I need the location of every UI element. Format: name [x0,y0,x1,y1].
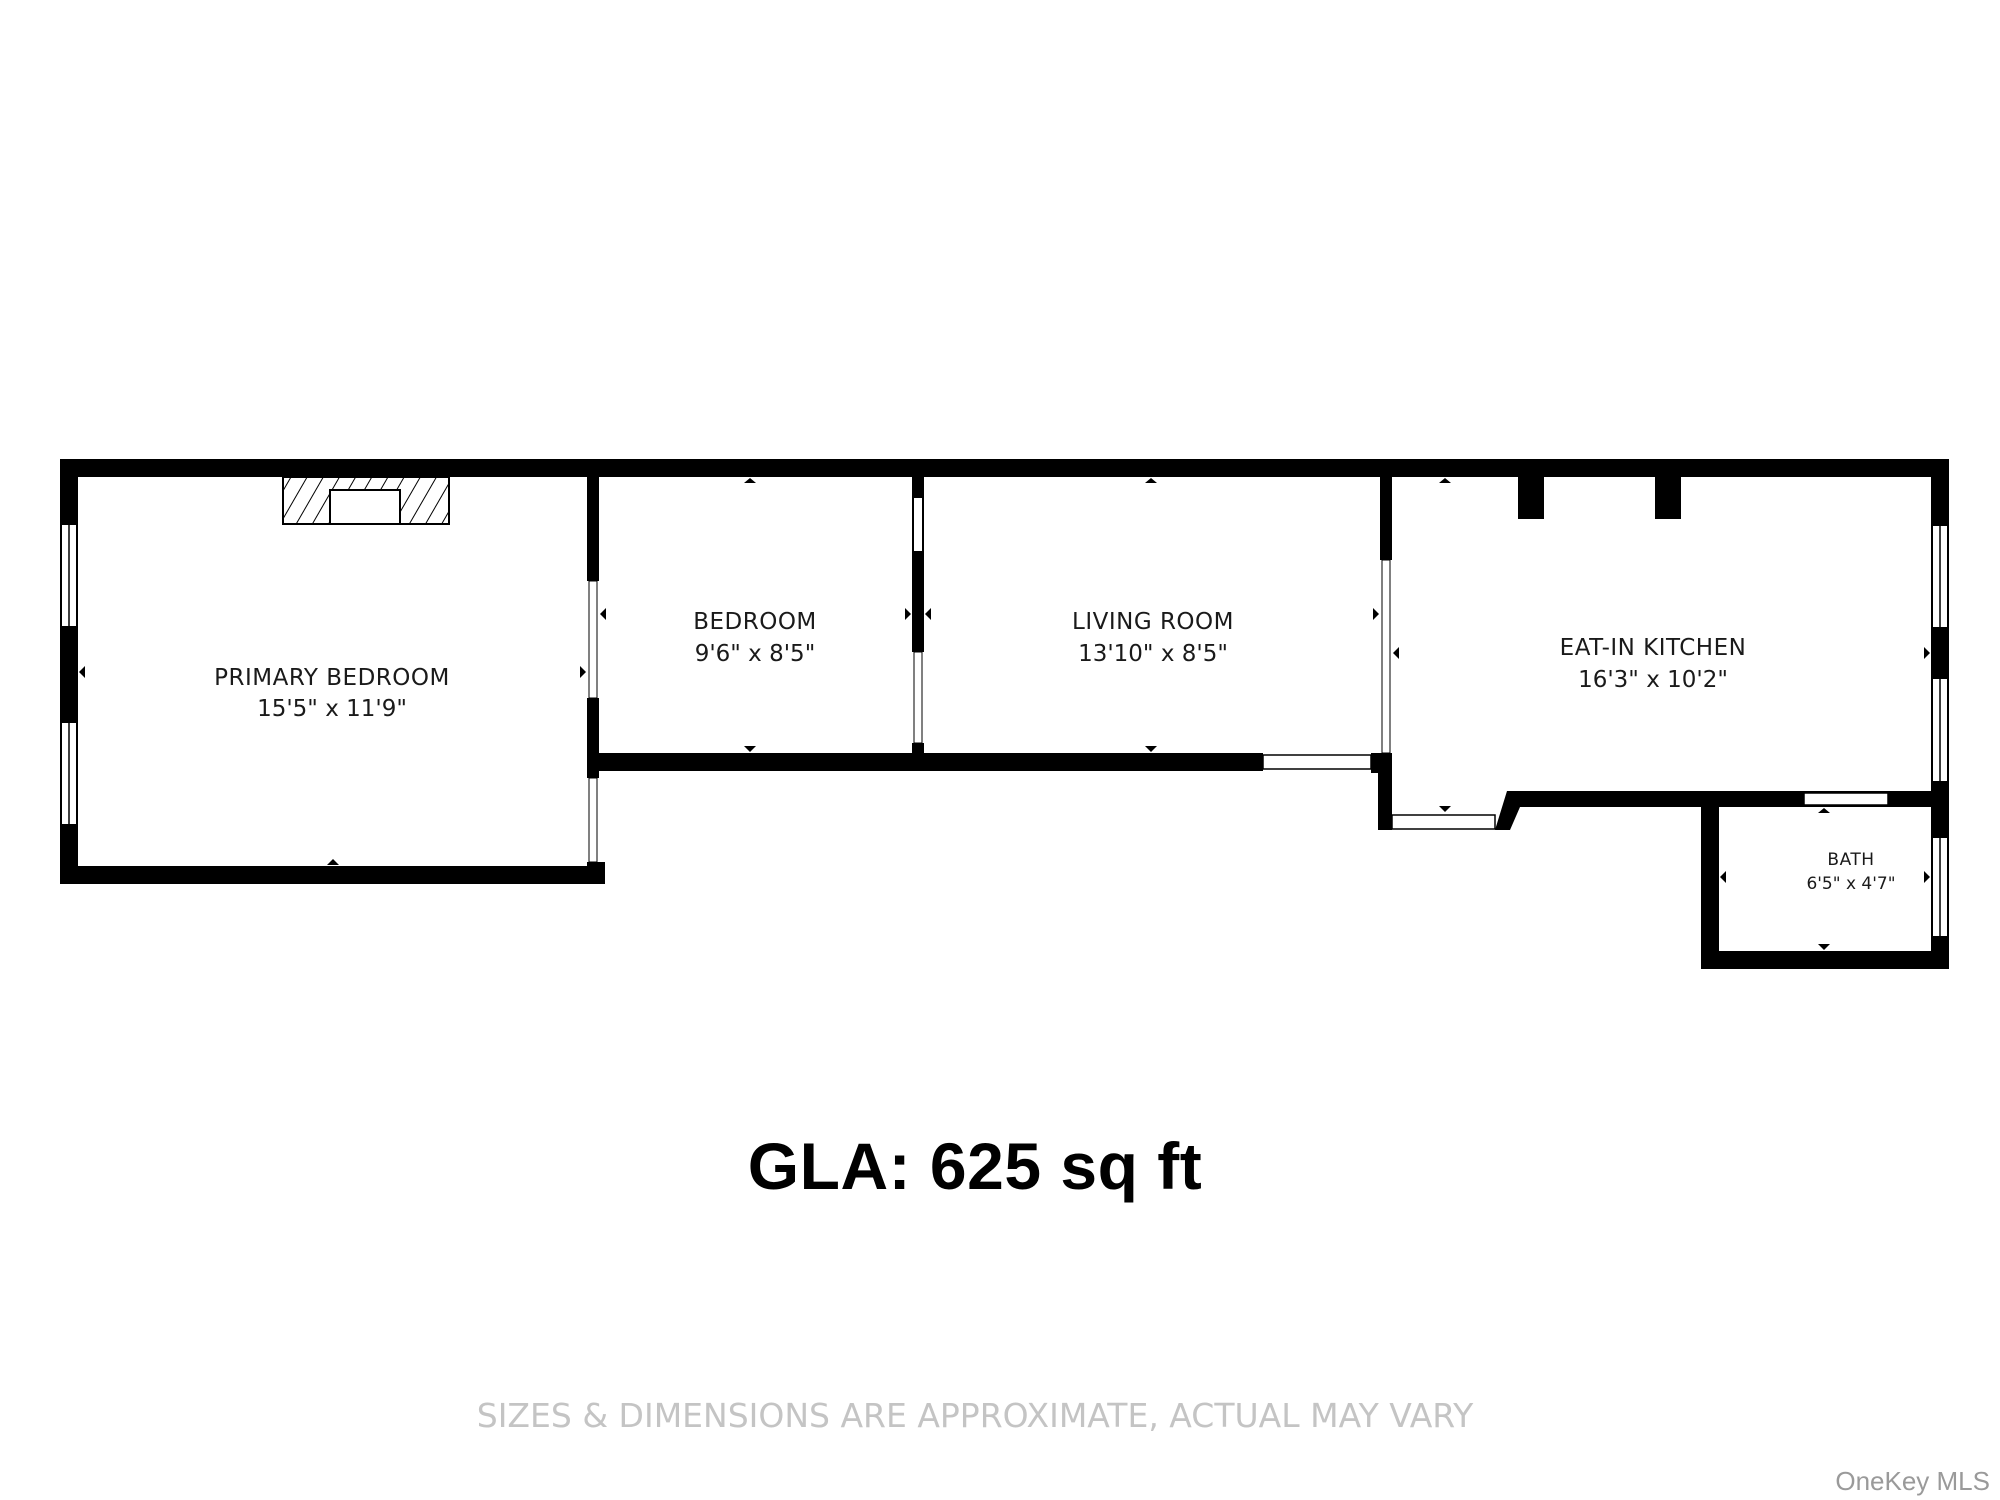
dimension-markers [79,478,1930,950]
wall-left-2 [60,627,78,722]
mls-watermark: OneKey MLS [1835,1466,1990,1496]
room-name-bath: BATH [1827,850,1874,870]
wall-left-1 [60,459,78,524]
kitchen-pillar-1 [1518,459,1544,519]
fireplace-opening [329,489,401,525]
door-primary-closet [588,777,598,863]
walls [60,459,1949,969]
wall-partition-1a [587,459,599,581]
wall-top [60,459,1949,477]
gla-total: GLA: 625 sq ft [747,1129,1203,1203]
room-dims-kitchen: 16'3" x 10'2" [1578,667,1728,693]
wall-partition-3 [1380,459,1392,560]
fireplace [282,476,450,525]
door-kitchen-lower [1391,814,1496,830]
door-bath [1803,792,1889,806]
room-dims-primary-bedroom: 15'5" x 11'9" [257,696,407,722]
room-labels: PRIMARY BEDROOM 15'5" x 11'9" BEDROOM 9'… [214,609,1895,894]
wall-kitchen-lower-left [1378,753,1392,830]
wall-partition-2a [912,459,924,497]
room-name-primary-bedroom: PRIMARY BEDROOM [214,665,450,691]
room-dims-living-room: 13'10" x 8'5" [1078,641,1228,667]
room-name-living-room: LIVING ROOM [1072,609,1234,635]
wall-bath-bottom [1701,951,1949,969]
wall-bedroom-living-bottom [587,753,1263,771]
wall-partition-2c [912,743,924,771]
window-interior [912,496,924,553]
wall-right-3 [1931,782,1949,837]
room-name-kitchen: EAT-IN KITCHEN [1560,635,1747,661]
windows-doors [60,496,1949,938]
disclaimer: SIZES & DIMENSIONS ARE APPROXIMATE, ACTU… [476,1396,1474,1435]
wall-right-2 [1931,628,1949,678]
wall-bath-left [1701,791,1719,969]
room-name-bedroom: BEDROOM [693,609,817,635]
room-dims-bedroom: 9'6" x 8'5" [695,641,816,667]
kitchen-pillar-2 [1655,459,1681,519]
door-primary-bedroom [588,580,598,699]
wall-right-1 [1931,459,1949,525]
room-dims-bath: 6'5" x 4'7" [1806,874,1895,894]
wall-primary-bottom [60,866,605,884]
door-bedroom-living [913,651,923,744]
wall-partition-2b [912,552,924,652]
door-entry [1262,754,1372,770]
door-living-kitchen [1381,559,1391,754]
wall-partition-1c [587,862,605,884]
